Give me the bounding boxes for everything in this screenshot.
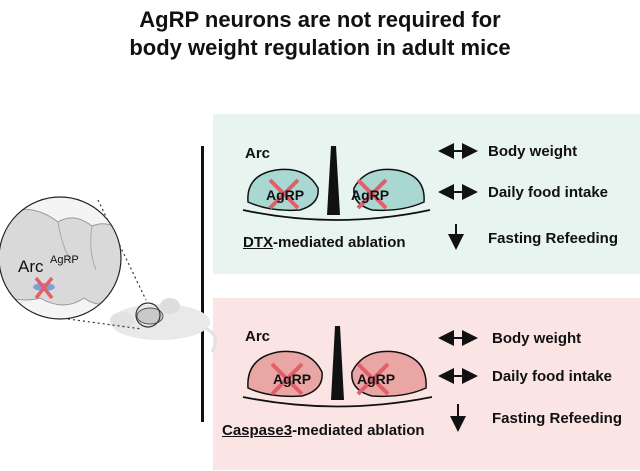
vertical-divider xyxy=(201,146,204,422)
zoom-line-top xyxy=(97,199,147,301)
brain-inset: Arc AgRP xyxy=(0,196,122,320)
method-suffix: -mediated ablation xyxy=(292,422,425,439)
outcome-fasting-refeeding: Fasting Refeeding xyxy=(488,230,619,247)
brain-base-line xyxy=(242,209,431,221)
outcome-food-intake: Daily food intake xyxy=(492,368,613,385)
third-ventricle xyxy=(331,326,344,400)
figure-title: AgRP neurons are not required for body w… xyxy=(0,6,640,62)
method-name: DTX xyxy=(243,234,273,251)
right-agrp-nucleus xyxy=(351,350,427,398)
title-line-1: AgRP neurons are not required for xyxy=(139,7,501,32)
right-agrp-nucleus xyxy=(353,168,425,212)
left-agrp-nucleus xyxy=(247,168,319,212)
outcome-food-intake: Daily food intake xyxy=(488,184,609,201)
inset-arc-superscript: AgRP xyxy=(50,254,79,266)
agrp-label-right: AgRP xyxy=(351,187,390,203)
title-line-2: body weight regulation in adult mice xyxy=(129,35,511,60)
left-agrp-nucleus xyxy=(247,350,323,398)
outcome-body-weight: Body weight xyxy=(488,143,578,160)
arc-label: Arc xyxy=(245,145,271,162)
agrp-label-left: AgRP xyxy=(273,371,312,387)
ablation-method: Caspase3-mediated ablation xyxy=(222,422,425,439)
zoom-target-circle xyxy=(135,302,161,328)
agrp-label-left: AgRP xyxy=(266,187,305,203)
method-suffix: -mediated ablation xyxy=(273,234,406,251)
arc-label: Arc xyxy=(245,328,271,345)
brain-base-line xyxy=(242,396,433,408)
mouse-icon xyxy=(110,298,218,353)
arc-schematic-dtx xyxy=(242,146,431,221)
outcome-body-weight: Body weight xyxy=(492,330,582,347)
third-ventricle xyxy=(327,146,340,215)
arc-schematic-caspase3 xyxy=(242,326,433,408)
inset-arc-label: Arc xyxy=(18,257,44,276)
method-name: Caspase3 xyxy=(222,422,293,439)
outcome-fasting-refeeding: Fasting Refeeding xyxy=(492,410,623,427)
agrp-label-right: AgRP xyxy=(357,371,396,387)
ablation-method: DTX-mediated ablation xyxy=(243,234,406,251)
